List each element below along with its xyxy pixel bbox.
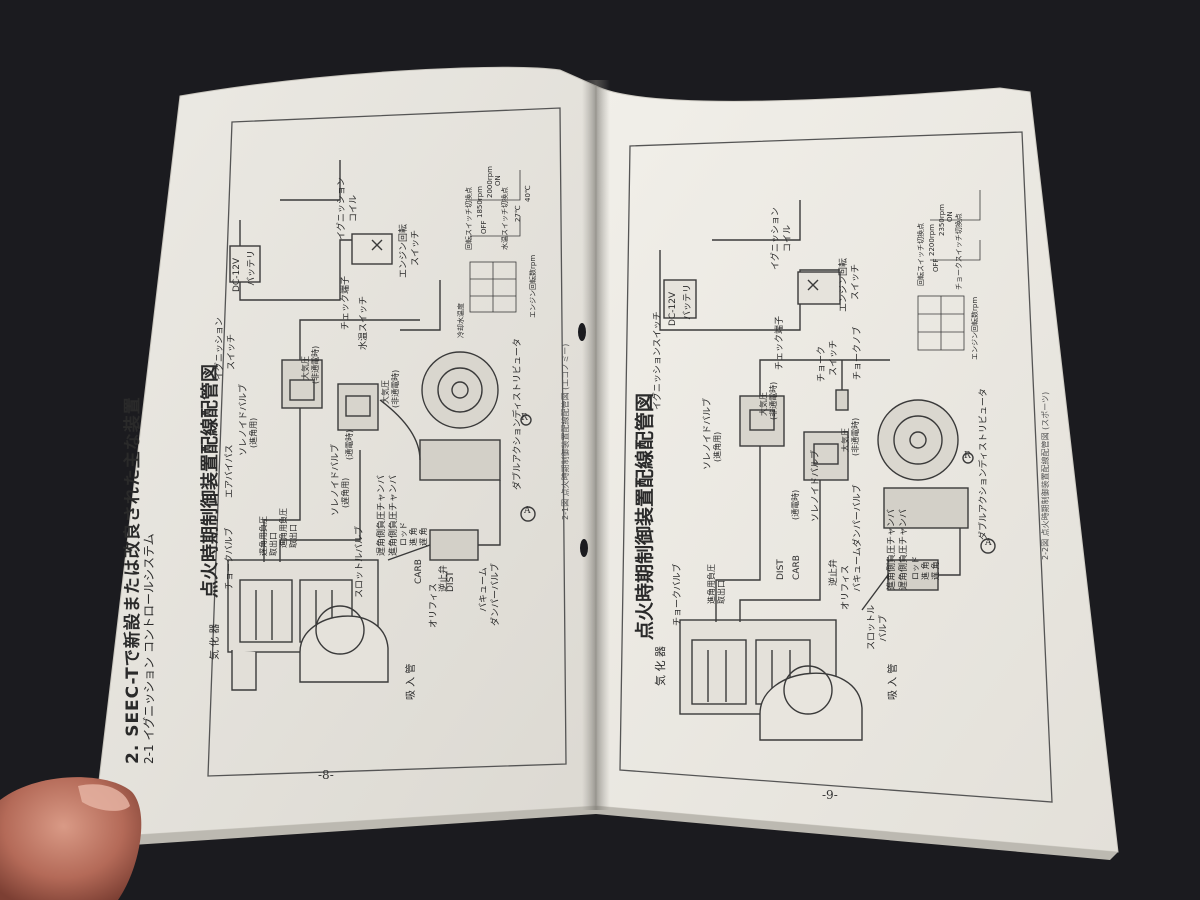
r-label-point-a: A bbox=[985, 538, 992, 548]
label-water-temp-switch: 水温スイッチ bbox=[359, 295, 369, 350]
r-label-solenoid-2: ソレノイドバルブ bbox=[811, 449, 821, 522]
r-label-check-valve: 逆止弁 bbox=[829, 558, 839, 586]
r-label-double-action-distributor: ダブルアクションディストリビュータ bbox=[979, 388, 989, 540]
label-point-a: A bbox=[524, 506, 531, 516]
r-label-carb: CARB bbox=[792, 555, 802, 580]
label-battery: DC-12V bbox=[232, 257, 242, 292]
label-carburetor: 気 化 器 bbox=[210, 623, 221, 660]
label-battery-name: バッテリ bbox=[247, 249, 257, 286]
r-label-retard: 遅 角 bbox=[931, 561, 940, 580]
right-diagram-title: 点火時期制御装置配線配管図 bbox=[634, 392, 656, 640]
label-damper-valve: ダンパーバルブ bbox=[491, 563, 501, 626]
r-label-retard-chamber: 遅角側負圧チャンバ bbox=[899, 509, 909, 590]
binding-hole bbox=[580, 539, 588, 557]
left-page bbox=[95, 66, 597, 837]
label-solenoid-retard-sub: (遅角用) bbox=[341, 477, 350, 508]
r-label-choke-valve: チョークバルブ bbox=[673, 563, 683, 626]
r-label-engine-rpm: エンジン回転数rpm bbox=[971, 296, 979, 360]
label-atmosphere-2: (非通電時) bbox=[311, 345, 320, 384]
label-temp-1: 27℃ bbox=[514, 205, 522, 222]
label-ignition-switch-2: スイッチ bbox=[227, 333, 237, 370]
label-speed-switch-point: 回転スイッチ切換点 bbox=[465, 187, 473, 250]
binding-hole bbox=[578, 323, 586, 341]
label-point-r: R bbox=[521, 413, 528, 423]
right-schematic bbox=[659, 190, 996, 741]
r-label-solenoid-sub: (進角用) bbox=[713, 431, 722, 462]
label-water-temp-point: 水温スイッチ切換点 bbox=[501, 187, 509, 250]
label-coil-2: コイル bbox=[349, 194, 359, 222]
r-label-off: OFF bbox=[932, 258, 940, 272]
label-retard: 遅 角 bbox=[419, 527, 428, 546]
r-label-atmosphere-2: (非通電時) bbox=[769, 381, 778, 420]
label-rpm-1: 1850rpm bbox=[476, 186, 484, 218]
label-vacuum-energized: (通電時) bbox=[345, 429, 354, 460]
r-label-coil-2: コイル bbox=[783, 224, 793, 252]
r-label-rpm-1: 2200rpm bbox=[928, 224, 936, 256]
label-air-bypass: エアバイパス bbox=[225, 444, 235, 498]
label-choke-valve: チョークバルブ bbox=[225, 527, 235, 590]
r-label-throttle-2: バルブ bbox=[879, 614, 889, 642]
r-label-battery-name: バッテリ bbox=[683, 283, 693, 320]
left-subsection-title: 2-1 イグニッション コントロールシステム bbox=[142, 533, 156, 764]
r-label-choke-switch-2: スイッチ bbox=[829, 339, 839, 376]
left-diagram-frame bbox=[207, 107, 567, 777]
label-advance-port-4: 取出口 bbox=[289, 524, 298, 548]
r-label-check-terminal: チェック端子 bbox=[775, 315, 785, 370]
r-label-point-r: R bbox=[964, 451, 971, 461]
r-label-advance-port-2: 取出口 bbox=[717, 580, 726, 604]
label-engine-speed-switch-2: スイッチ bbox=[411, 229, 421, 266]
r-label-rpm-2: 2350rpm bbox=[938, 204, 946, 236]
label-atmosphere-4: (非通電時) bbox=[391, 369, 400, 408]
label-dist: DIST bbox=[446, 571, 456, 592]
r-label-on: ON bbox=[946, 211, 954, 222]
r-label-atmosphere-4: (非通電時) bbox=[851, 417, 860, 456]
label-intake: 吸 入 管 bbox=[406, 663, 417, 700]
r-label-choke-knob: チョークノブ bbox=[853, 326, 863, 380]
thumb bbox=[0, 777, 142, 900]
label-solenoid-advance-sub: (進角用) bbox=[249, 417, 258, 448]
label-carb: CARB bbox=[414, 559, 424, 584]
left-page-number: -8- bbox=[318, 768, 334, 782]
label-rpm-2: 2000rpm bbox=[486, 166, 494, 198]
left-figure-caption: 2-1図 点火時期制御装置配線配管図 (エコノミー) bbox=[561, 343, 570, 520]
r-label-battery: DC-12V bbox=[668, 291, 678, 326]
left-diagram-title: 点火時期制御装置配線配管図 bbox=[200, 364, 221, 598]
left-schematic bbox=[227, 160, 536, 691]
label-check-terminal: チェック端子 bbox=[341, 275, 351, 330]
r-label-speed-switch-point: 回転スイッチ切換点 bbox=[917, 223, 925, 286]
r-label-ignition-switch: イグニッションスイッチ bbox=[653, 311, 663, 410]
label-throttle: スロットルバルブ bbox=[355, 525, 365, 598]
r-label-intake: 吸 入 管 bbox=[888, 663, 899, 700]
label-engine-rpm: エンジン回転数rpm bbox=[529, 254, 537, 318]
label-temp-2: 40℃ bbox=[524, 185, 532, 202]
label-on: ON bbox=[494, 175, 502, 186]
label-off: OFF bbox=[480, 220, 488, 234]
right-page-number: -9- bbox=[822, 788, 838, 802]
r-label-vacuum-energized: (通電時) bbox=[791, 489, 800, 520]
r-label-choke-point: チョークスイッチ切換点 bbox=[955, 213, 963, 290]
right-figure-caption: 2-2図 点火時期制御装置配線配管図 (スポーツ) bbox=[1041, 391, 1050, 560]
r-label-carburetor: 気 化 器 bbox=[654, 646, 667, 686]
r-label-vacuum-damper: バキュームダンパーバルブ bbox=[853, 484, 863, 592]
label-coolant: 冷却水温度 bbox=[457, 303, 465, 338]
r-label-engine-speed-switch-2: スイッチ bbox=[851, 263, 861, 300]
r-label-dist: DIST bbox=[776, 559, 786, 580]
right-diagram-frame bbox=[619, 131, 1053, 803]
